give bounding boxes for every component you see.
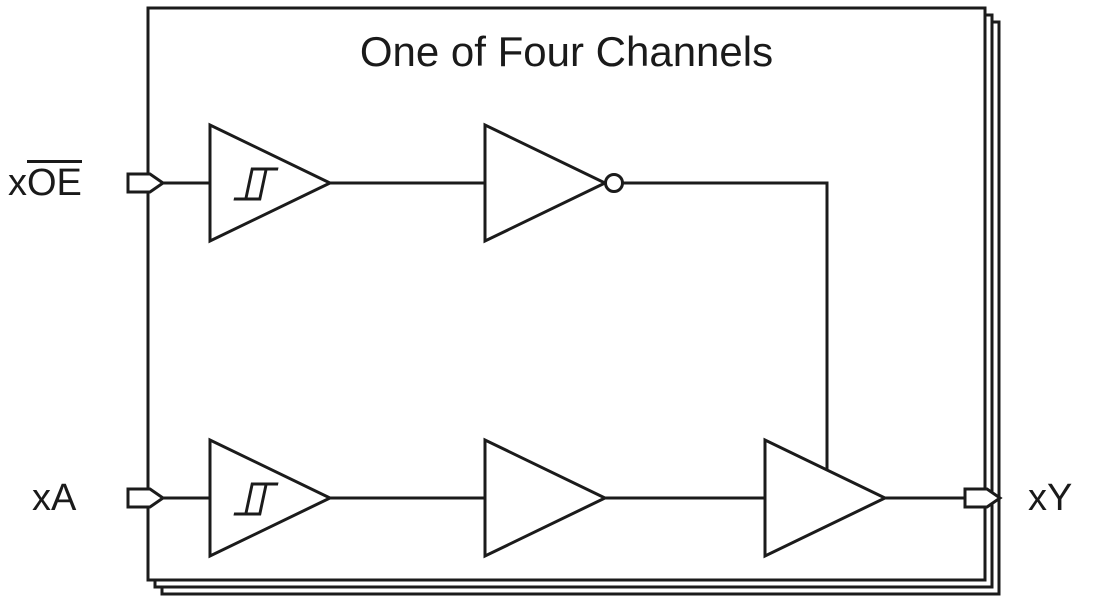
schmitt-buffer-oe-icon xyxy=(208,122,334,244)
tristate-buffer-icon xyxy=(763,437,889,559)
diagram-title: One of Four Channels xyxy=(359,28,774,75)
inverter-bubble-icon xyxy=(604,173,624,193)
output-port-icon xyxy=(963,487,1003,509)
hysteresis-symbol-a xyxy=(233,482,279,516)
label-xy: xY xyxy=(1028,477,1073,519)
input-port-oe-icon xyxy=(126,172,166,194)
hysteresis-symbol-oe xyxy=(233,167,279,201)
input-port-a-icon xyxy=(126,487,166,509)
schmitt-buffer-a-icon xyxy=(208,437,334,559)
inverter-icon xyxy=(483,122,609,244)
wire-inverter-to-tristate-control xyxy=(623,181,829,470)
label-xoe: xOE xyxy=(8,160,82,206)
label-xa: xA xyxy=(32,477,77,519)
buffer-icon xyxy=(483,437,609,559)
label-xoe-overline: OE xyxy=(27,160,82,204)
label-xoe-prefix: x xyxy=(8,162,27,204)
